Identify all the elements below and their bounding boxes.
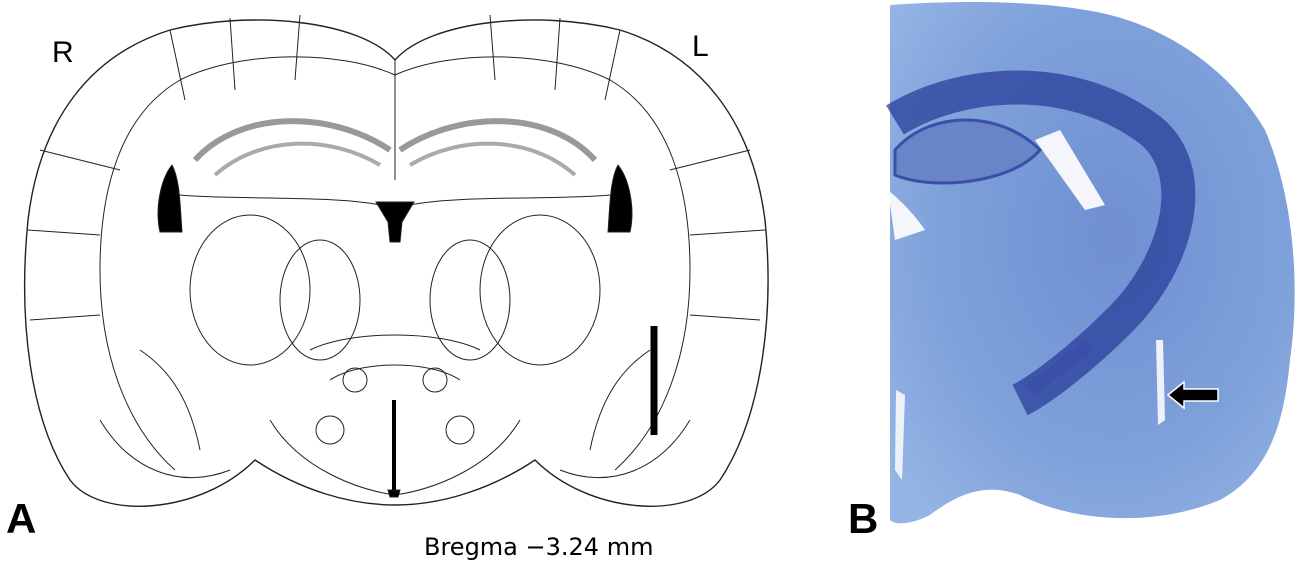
stained-section-photo [888, 0, 1307, 530]
panel-a-label: A [6, 498, 36, 540]
bregma-caption: Bregma −3.24 mm [424, 535, 653, 559]
right-hemisphere-label: R [52, 38, 74, 68]
left-hemisphere-label: L [692, 32, 709, 62]
atlas-drawing [25, 15, 768, 506]
panel-b-label: B [848, 498, 878, 540]
